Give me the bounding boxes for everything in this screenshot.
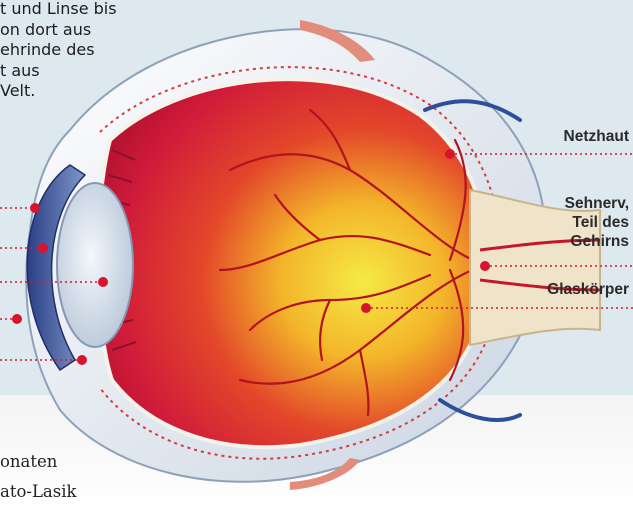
label-sehnerv-line-3: Gehirns <box>565 232 629 251</box>
label-sehnerv: Sehnerv, Teil des Gehirns <box>565 194 629 251</box>
lens <box>57 183 133 347</box>
label-sehnerv-line-2: Teil des <box>565 213 629 232</box>
intro-line-4: t aus <box>0 61 200 82</box>
intro-text: t und Linse bis on dort aus ehrinde des … <box>0 0 200 102</box>
intro-line-1: t und Linse bis <box>0 0 200 20</box>
bottom-text-line-2: ato-Lasik <box>0 482 77 501</box>
label-glaskoerper: Glaskörper <box>547 280 629 299</box>
vitreous-body <box>98 79 488 447</box>
intro-line-2: on dort aus <box>0 20 200 41</box>
intro-line-3: ehrinde des <box>0 40 200 61</box>
label-sehnerv-line-1: Sehnerv, <box>565 194 629 213</box>
label-netzhaut: Netzhaut <box>564 127 629 146</box>
intro-line-5: Velt. <box>0 81 200 102</box>
bottom-text-line-1: onaten <box>0 452 57 471</box>
